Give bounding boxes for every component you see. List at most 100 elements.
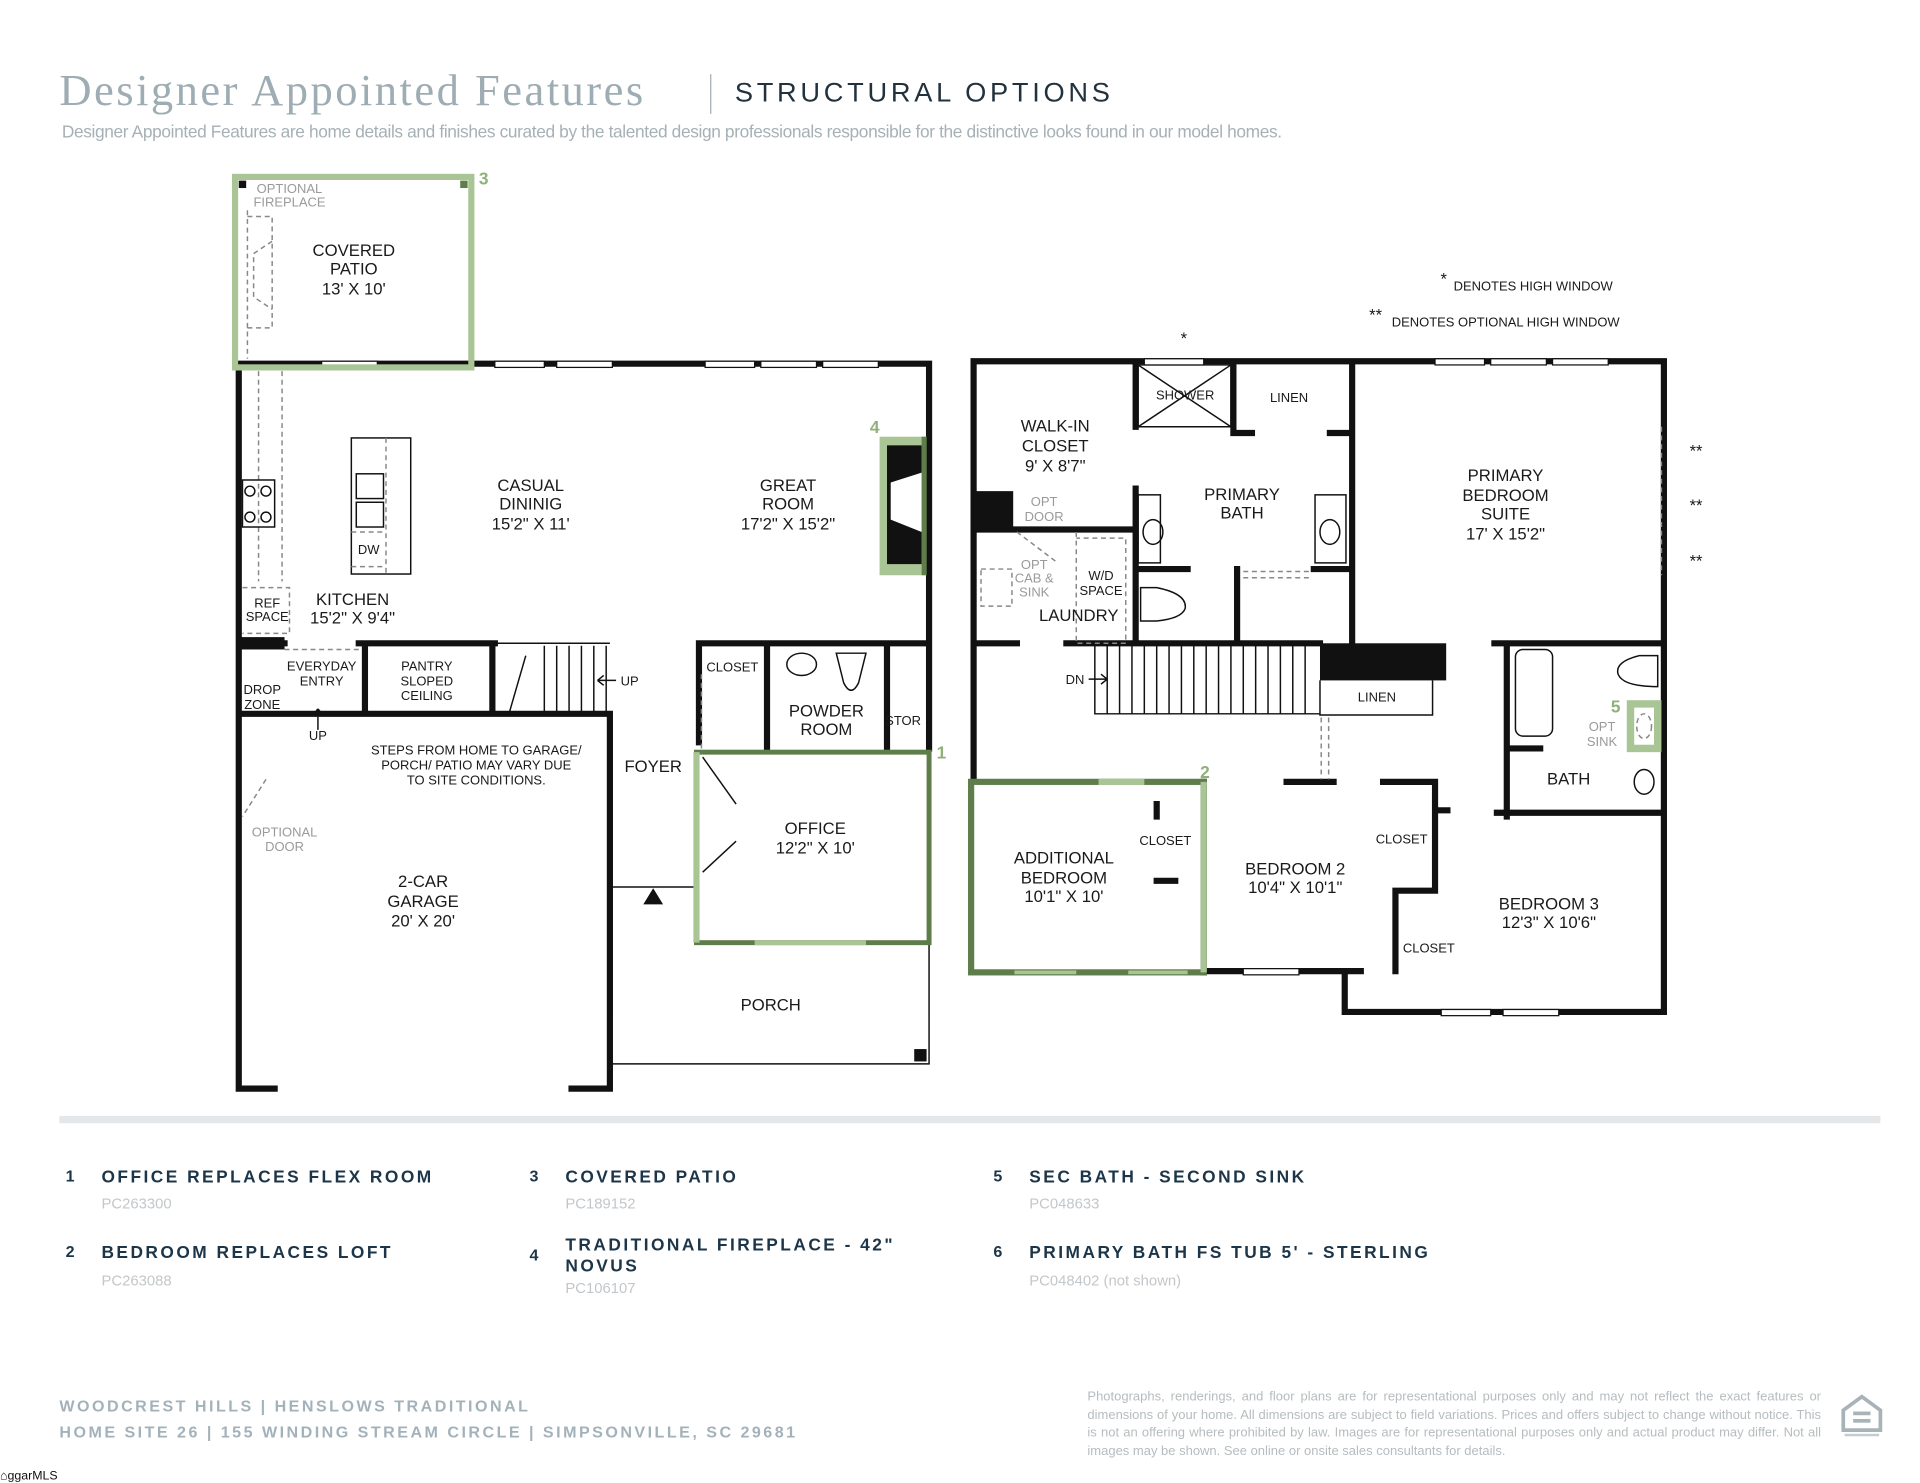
first-floor-labels: OPTIONAL FIREPLACE COVERED PATIO 13' X 1… <box>244 181 921 1015</box>
option-number: 6 <box>993 1242 1003 1261</box>
room-label: ENTRY <box>300 673 344 688</box>
room-dimensions: 12'2" X 10' <box>776 839 855 858</box>
section-title: STRUCTURAL OPTIONS <box>734 76 1114 108</box>
option-marker-5: 5 <box>1611 697 1621 717</box>
room-dimensions: 10'4" X 10'1" <box>1248 878 1342 897</box>
room-label: SHOWER <box>1156 388 1214 403</box>
high-window-mark: * <box>1181 329 1188 348</box>
room-label: PRIMARY <box>1204 485 1280 504</box>
watermark-text: ggarMLS <box>7 1469 58 1483</box>
dishwasher-label: DW <box>358 542 380 557</box>
option-code: PC048633 <box>1029 1195 1100 1213</box>
room-label: ZONE <box>244 697 280 712</box>
optional-door-label: DOOR <box>265 839 304 854</box>
option-title: TRADITIONAL FIREPLACE - 42" NOVUS <box>565 1234 896 1276</box>
ref-space-label: REF <box>254 595 280 610</box>
optional-high-window-note: DENOTES OPTIONAL HIGH WINDOW <box>1392 315 1621 330</box>
mls-watermark: ⌂ggarMLS <box>0 1470 58 1483</box>
page-title: Designer Appointed Features <box>59 65 646 116</box>
room-dimensions: 15'2" X 11' <box>492 514 570 533</box>
section-divider <box>59 1115 1881 1124</box>
room-label: SUITE <box>1481 505 1530 524</box>
room-label: LAUNDRY <box>1039 606 1118 625</box>
room-label: KITCHEN <box>316 590 389 609</box>
option-code: PC048402 (not shown) <box>1029 1271 1182 1290</box>
option-marker-3: 3 <box>479 168 489 188</box>
room-dimensions: 17' X 15'2" <box>1466 524 1545 543</box>
room-label: PATIO <box>330 260 378 279</box>
room-label: ADDITIONAL <box>1014 848 1114 867</box>
room-label: OFFICE <box>785 819 846 838</box>
room-label: DININIG <box>499 495 562 514</box>
option-number: 3 <box>529 1166 539 1186</box>
high-window-mark: * <box>1440 270 1447 289</box>
room-label: STOR <box>885 713 921 728</box>
opt-cab-sink-label: OPT <box>1021 557 1048 572</box>
option-title: COVERED PATIO <box>565 1166 739 1187</box>
room-label: EVERYDAY <box>287 659 357 674</box>
room-label: CLOSET <box>1376 832 1428 847</box>
description: Designer Appointed Features are home det… <box>61 121 1282 142</box>
option-code: PC106107 <box>565 1279 636 1297</box>
room-label: CASUAL <box>497 476 564 495</box>
opt-sink-label: OPT <box>1589 719 1616 734</box>
optional-high-window-mark: ** <box>1690 496 1703 515</box>
room-label: BEDROOM 3 <box>1499 894 1599 913</box>
option-number: 4 <box>529 1245 539 1265</box>
optional-high-window-mark: ** <box>1690 441 1703 460</box>
room-label: BEDROOM <box>1021 868 1107 887</box>
opt-door-label: DOOR <box>1025 509 1064 524</box>
room-label: PORCH <box>741 996 801 1015</box>
up-label: UP <box>309 728 327 743</box>
wd-space-label: W/D <box>1088 568 1113 583</box>
opt-cab-sink-label: SINK <box>1019 584 1050 599</box>
floor-plan: 1 2 3 4 5 OPTIONAL FIREPLACE COVERED PAT… <box>231 168 1703 1092</box>
room-label: GREAT <box>760 476 816 495</box>
option-title: OFFICE REPLACES FLEX ROOM <box>101 1166 434 1187</box>
option-number: 2 <box>65 1242 75 1261</box>
room-label: CLOSET <box>1139 833 1191 848</box>
option-number: 1 <box>65 1166 75 1186</box>
option-title: PRIMARY BATH FS TUB 5' - STERLING <box>1029 1242 1431 1262</box>
room-dimensions: 20' X 20' <box>391 912 455 931</box>
room-label: LINEN <box>1270 390 1308 405</box>
optional-fireplace-label: FIREPLACE <box>253 195 325 210</box>
room-label: BATH <box>1547 769 1590 788</box>
room-label: ROOM <box>800 720 852 739</box>
option-code: PC263300 <box>101 1195 172 1213</box>
option-2-additional-bedroom-highlight <box>968 778 1207 976</box>
house-logo-icon: ⌂ <box>0 1469 8 1483</box>
room-label: SLOPED <box>400 673 453 688</box>
opt-door-label: OPT <box>1031 494 1058 509</box>
room-label: CLOSET <box>1022 437 1089 456</box>
high-window-note: DENOTES HIGH WINDOW <box>1454 279 1614 294</box>
room-label: POWDER <box>789 701 864 720</box>
second-floor-labels: * DENOTES HIGH WINDOW ** DENOTES OPTIONA… <box>1014 270 1703 956</box>
room-dimensions: 12'3" X 10'6" <box>1502 913 1596 932</box>
opt-cab-sink-label: CAB & <box>1015 571 1054 586</box>
room-label: CLOSET <box>706 660 758 675</box>
optional-door-label: OPTIONAL <box>252 824 318 839</box>
home-site-address: HOME SITE 26 | 155 WINDING STREAM CIRCLE… <box>59 1422 798 1442</box>
room-label: BATH <box>1220 503 1263 522</box>
ref-space-label: SPACE <box>246 609 289 624</box>
steps-note: TO SITE CONDITIONS. <box>407 772 546 787</box>
option-marker-2: 2 <box>1200 762 1210 782</box>
option-code: PC263088 <box>101 1271 172 1290</box>
option-marker-1: 1 <box>937 742 947 762</box>
equal-housing-opportunity-icon <box>1841 1394 1883 1437</box>
option-code: PC189152 <box>565 1195 636 1213</box>
room-label: COVERED <box>313 241 396 260</box>
title-divider <box>710 74 712 114</box>
steps-note: STEPS FROM HOME TO GARAGE/ <box>371 743 582 758</box>
room-label: BEDROOM 2 <box>1245 860 1345 879</box>
option-1-office-highlight <box>693 749 932 946</box>
room-dimensions: 9' X 8'7" <box>1025 456 1086 475</box>
steps-note: PORCH/ PATIO MAY VARY DUE <box>381 757 571 772</box>
room-dimensions: 17'2" X 15'2" <box>741 514 835 533</box>
room-label: GARAGE <box>387 892 458 911</box>
room-label: ROOM <box>762 495 814 514</box>
option-title: BEDROOM REPLACES LOFT <box>101 1242 393 1262</box>
optional-high-window-mark: ** <box>1369 305 1382 324</box>
